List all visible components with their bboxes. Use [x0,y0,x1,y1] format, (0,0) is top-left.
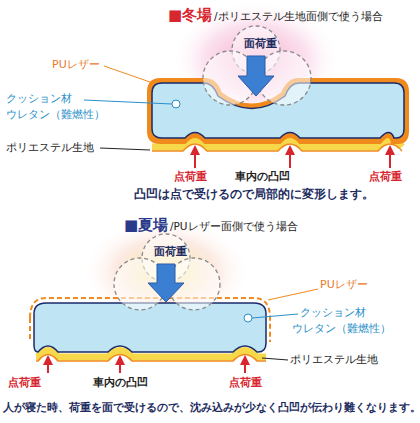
layer-label: ウレタン（難燃性） [6,108,105,121]
point-load-arrow [289,150,291,168]
body-outline [110,232,230,312]
layer-label: ポリエステル生地 [6,141,94,154]
heading-text: /PUレザー面側で使う場合 [170,220,298,233]
point-load-arrow [194,150,196,168]
point-load-arrow [389,150,391,168]
caption-note: 凸凹は点で受けるので局部的に変形します。 [134,188,374,202]
load-label: 面荷重 [200,36,320,51]
point-load-arrow [244,360,246,373]
leader-dot [244,314,252,322]
layer-label: ポリエステル生地 [290,353,378,366]
load-label: 点荷重 [174,170,207,183]
point-load-arrow [119,360,121,373]
leader-line [262,358,288,360]
load-label: 点荷重 [369,170,402,183]
leader-line [100,148,150,150]
pu-leather-layer [29,318,31,342]
layer-label: ウレタン（難燃性） [292,322,391,335]
point-load-arrow [47,360,49,373]
leader-line [252,314,298,318]
heading-text: /ポリエステル生地面側で使う場合 [214,10,383,23]
body-load-figure: 面荷重 [200,22,320,126]
leader-line [104,66,150,82]
bump-label: 車内の凸凹 [93,376,148,389]
cushion-urethane [34,303,266,352]
body-load-figure: 面荷重 [110,232,230,312]
season-heading: ■冬場 [168,6,212,24]
polyester-edge [152,144,402,151]
leader-line [268,289,318,300]
layer-label: PUレザー [52,58,100,71]
leader-line [84,100,172,104]
bump-label: 車内の凸凹 [235,170,290,183]
caption-note: 人が寝た時、荷重を面で受けるので、沈み込みが少なく凸凹が伝わり難くなります。 [3,401,420,414]
load-arrow [238,56,274,96]
layer-label: クッション材 [6,92,72,105]
load-label: 点荷重 [8,376,41,389]
layer-label: PUレザー [320,278,368,291]
load-label: 点荷重 [229,376,262,389]
load-label: 面荷重 [110,244,230,259]
load-arrow [148,264,184,302]
season-heading: ■夏場 [124,216,168,234]
polyester-edge [36,355,266,362]
layer-label: クッション材 [300,306,366,319]
leader-dot [172,100,180,108]
